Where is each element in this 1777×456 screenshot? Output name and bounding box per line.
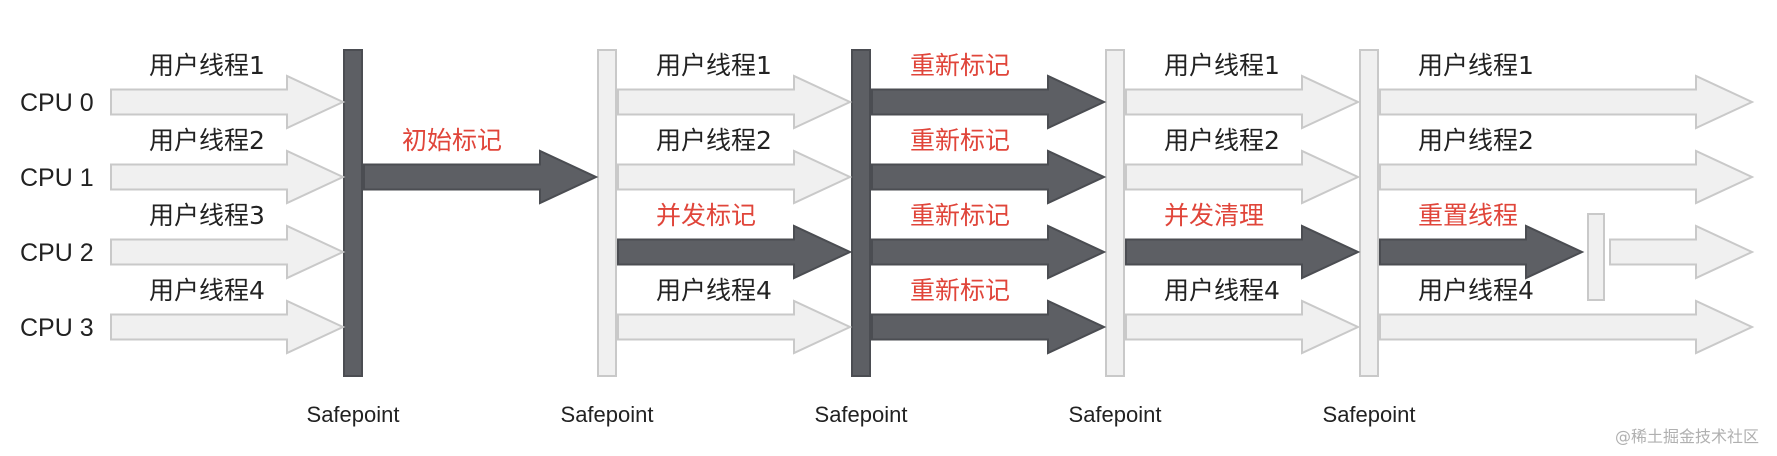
user-thread-arrow bbox=[110, 299, 346, 355]
user-thread-arrow bbox=[110, 149, 346, 205]
user-thread-label: 用户线程1 bbox=[1164, 51, 1280, 80]
user-thread-arrow bbox=[1125, 299, 1361, 355]
safepoint-bar bbox=[1105, 49, 1125, 377]
safepoint-label: Safepoint bbox=[561, 402, 654, 427]
gc-task-arrow bbox=[1379, 224, 1585, 280]
safepoint-label: Safepoint bbox=[1323, 402, 1416, 427]
cpu-label: CPU 3 bbox=[20, 314, 94, 342]
gc-task-label: 重置线程 bbox=[1418, 201, 1518, 230]
user-thread-arrow bbox=[110, 74, 346, 130]
gc-task-label: 重新标记 bbox=[910, 51, 1010, 80]
gc-task-label: 重新标记 bbox=[910, 276, 1010, 305]
user-thread-arrow bbox=[617, 149, 853, 205]
cpu-label: CPU 0 bbox=[20, 89, 94, 117]
user-thread-arrow bbox=[1379, 149, 1755, 205]
safepoint-label: Safepoint bbox=[1069, 402, 1162, 427]
gc-task-arrow bbox=[871, 74, 1107, 130]
user-thread-label: 用户线程4 bbox=[1164, 276, 1280, 305]
gc-task-arrow bbox=[871, 224, 1107, 280]
user-thread-label: 用户线程2 bbox=[149, 126, 265, 155]
safepoint-bar bbox=[851, 49, 871, 377]
thread-reset-marker bbox=[1587, 213, 1605, 301]
user-thread-arrow bbox=[1125, 74, 1361, 130]
user-thread-arrow bbox=[617, 74, 853, 130]
user-thread-label: 用户线程2 bbox=[1164, 126, 1280, 155]
user-thread-arrow bbox=[1379, 74, 1755, 130]
user-thread-arrow bbox=[1609, 224, 1755, 280]
user-thread-label: 用户线程4 bbox=[1418, 276, 1534, 305]
gc-task-label: 重新标记 bbox=[910, 126, 1010, 155]
safepoint-bar bbox=[597, 49, 617, 377]
user-thread-label: 用户线程4 bbox=[656, 276, 772, 305]
gc-task-label: 重新标记 bbox=[910, 201, 1010, 230]
safepoint-bar bbox=[1359, 49, 1379, 377]
safepoint-label: Safepoint bbox=[815, 402, 908, 427]
user-thread-label: 用户线程4 bbox=[149, 276, 265, 305]
user-thread-arrow bbox=[1125, 149, 1361, 205]
user-thread-label: 用户线程3 bbox=[149, 201, 265, 230]
user-thread-label: 用户线程2 bbox=[1418, 126, 1534, 155]
user-thread-label: 用户线程2 bbox=[656, 126, 772, 155]
gc-task-label: 并发清理 bbox=[1164, 201, 1264, 230]
cpu-label: CPU 1 bbox=[20, 164, 94, 192]
safepoint-label: Safepoint bbox=[307, 402, 400, 427]
gc-task-arrow bbox=[1125, 224, 1361, 280]
gc-task-arrow bbox=[617, 224, 853, 280]
user-thread-label: 用户线程1 bbox=[656, 51, 772, 80]
watermark: @稀土掘金技术社区 bbox=[1614, 427, 1759, 446]
gc-task-arrow bbox=[363, 149, 599, 205]
user-thread-arrow bbox=[617, 299, 853, 355]
user-thread-arrow bbox=[110, 224, 346, 280]
gc-task-arrow bbox=[871, 149, 1107, 205]
safepoint-bar bbox=[343, 49, 363, 377]
user-thread-label: 用户线程1 bbox=[149, 51, 265, 80]
gc-task-arrow bbox=[871, 299, 1107, 355]
cpu-label: CPU 2 bbox=[20, 239, 94, 267]
user-thread-arrow bbox=[1379, 299, 1755, 355]
gc-task-label: 并发标记 bbox=[656, 201, 756, 230]
gc-task-label: 初始标记 bbox=[402, 126, 502, 155]
user-thread-label: 用户线程1 bbox=[1418, 51, 1534, 80]
